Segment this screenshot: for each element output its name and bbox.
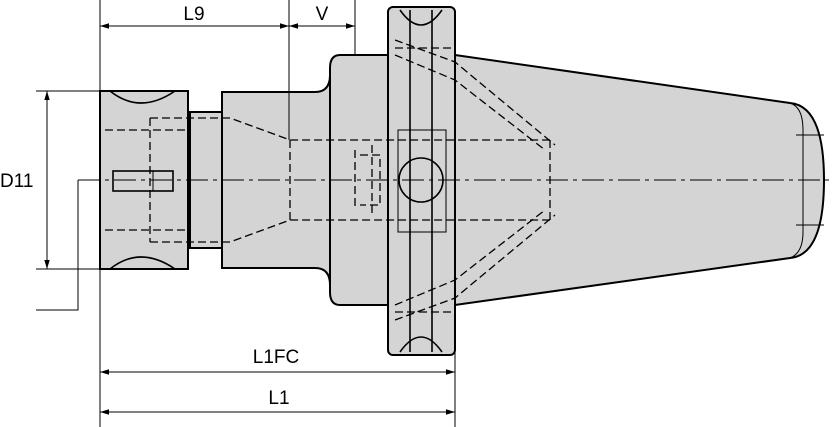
dim-l9: L9 <box>99 0 290 140</box>
flange-notch-bottom <box>399 336 443 353</box>
dim-l1: L1 <box>100 388 455 415</box>
dim-l1fc-label: L1FC <box>253 347 299 368</box>
dim-d11-label: D11 <box>0 171 33 192</box>
dim-l9-label: L9 <box>183 4 204 25</box>
nut-slot <box>112 170 174 192</box>
dim-l1fc: L1FC <box>99 270 456 427</box>
dim-v: V <box>289 0 356 55</box>
flange-notch-top <box>399 9 443 26</box>
dim-d11: D11 <box>0 90 100 311</box>
dim-v-label: V <box>316 4 329 25</box>
nut-flat-bottom <box>109 256 176 270</box>
nut-flat-top <box>109 90 176 104</box>
taper-end-recess <box>789 102 804 259</box>
flange-bore <box>397 129 447 233</box>
dim-l1-label: L1 <box>268 388 289 409</box>
